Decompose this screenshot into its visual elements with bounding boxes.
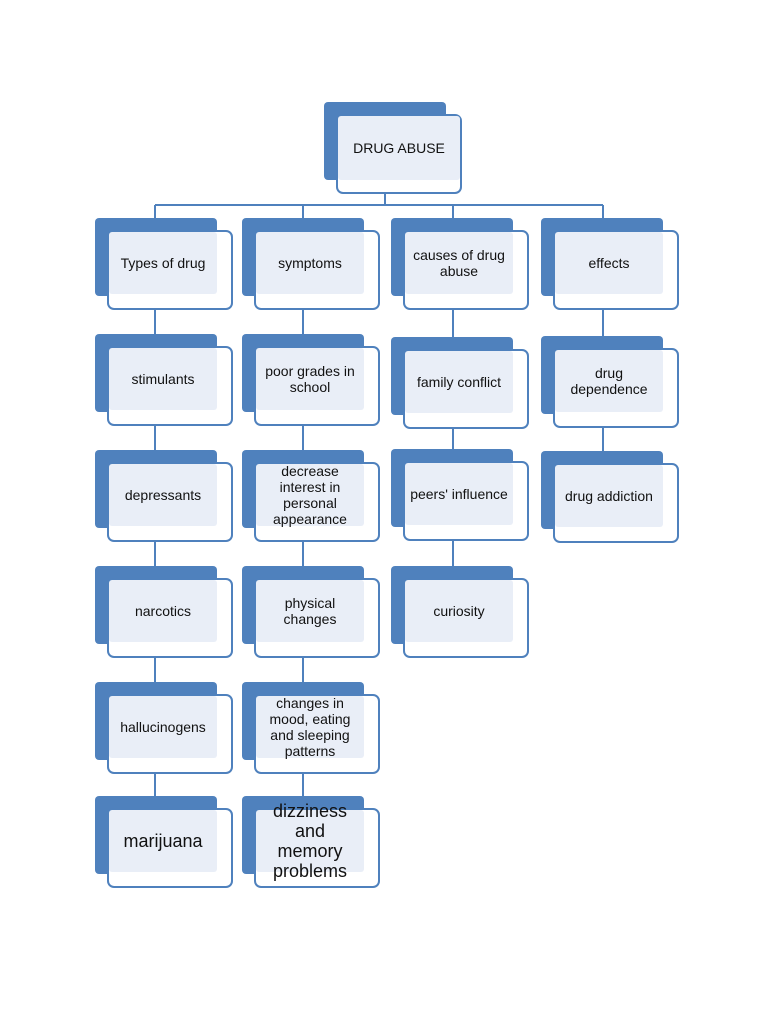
node-label: causes of drug abuse (405, 232, 513, 294)
node-label: family conflict (405, 351, 513, 413)
node-root-label: DRUG ABUSE (338, 116, 460, 180)
node-label: drug addiction (555, 465, 663, 527)
node-label: changes in mood, eating and sleeping pat… (256, 695, 364, 759)
node-label: decrease interest in personal appearance (256, 463, 364, 527)
node-label: peers' influence (405, 463, 513, 525)
node-label: stimulants (109, 348, 217, 410)
node-label: dizziness and memory problems (256, 801, 364, 881)
node-label: physical changes (256, 580, 364, 642)
node-label: effects (555, 232, 663, 294)
node-label: depressants (109, 464, 217, 526)
node-label: symptoms (256, 232, 364, 294)
node-label: Types of drug (109, 232, 217, 294)
node-label: hallucinogens (109, 696, 217, 758)
node-label: poor grades in school (256, 348, 364, 410)
node-label: marijuana (109, 810, 217, 872)
node-label: narcotics (109, 580, 217, 642)
node-label: drug dependence (555, 350, 663, 412)
node-label: curiosity (405, 580, 513, 642)
